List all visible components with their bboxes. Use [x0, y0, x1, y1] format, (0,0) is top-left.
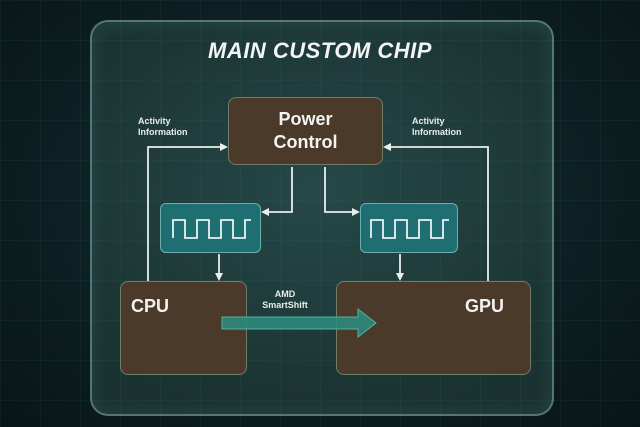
- power-control-label-line1: Power: [278, 109, 333, 129]
- cpu-clock-block: [160, 203, 261, 253]
- square-wave-icon: [370, 219, 449, 239]
- square-wave-icon: [172, 219, 251, 239]
- gpu-clock-block: [360, 203, 458, 253]
- amd-smartshift-label: AMD SmartShift: [262, 289, 308, 310]
- cpu-activity-arrow: [147, 143, 228, 281]
- smartshift-arrow: [221, 307, 377, 339]
- cpu-label: CPU: [131, 296, 170, 316]
- power-to-gpu-clock-arrow: [324, 167, 360, 216]
- gpu-activity-info-label: Activity Information: [412, 116, 462, 137]
- power-control-block: Power Control: [228, 97, 383, 165]
- power-to-cpu-clock-arrow: [261, 167, 293, 216]
- cpu-activity-info-label: Activity Information: [138, 116, 188, 137]
- diagram-title: MAIN CUSTOM CHIP: [208, 38, 432, 63]
- power-control-label-line2: Control: [273, 132, 338, 152]
- gpu-label: GPU: [464, 296, 504, 316]
- gpu-activity-arrow: [383, 143, 489, 281]
